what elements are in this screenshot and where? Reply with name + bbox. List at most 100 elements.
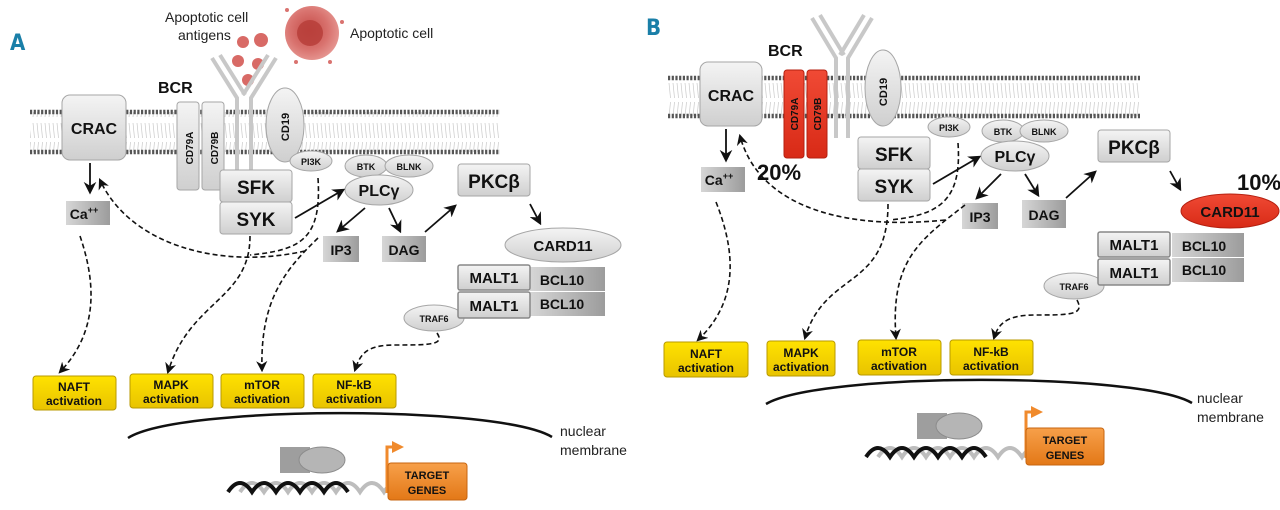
- syk: SYK: [857, 168, 931, 202]
- activation-outputs: NAFT activation MAPK activation mTOR act…: [32, 373, 397, 411]
- svg-text:activation: activation: [963, 359, 1019, 373]
- svg-text:SFK: SFK: [875, 145, 913, 166]
- svg-text:activation: activation: [234, 392, 290, 406]
- crac-channel: CRAC: [61, 94, 127, 161]
- cd79-mutation-frequency: 20%: [757, 160, 801, 185]
- svg-text:TRAF6: TRAF6: [420, 314, 449, 324]
- nfkb-activation: NF-kB activation: [312, 373, 397, 409]
- malt1-1: MALT1: [457, 264, 531, 291]
- svg-text:BTK: BTK: [357, 162, 376, 172]
- svg-text:IP3: IP3: [969, 209, 990, 225]
- bcl10-1: BCL10: [530, 267, 605, 291]
- ip3: IP3: [323, 236, 359, 262]
- malt1-1: MALT1: [1097, 231, 1171, 258]
- apoptotic-cell-label: Apoptotic cell: [350, 25, 433, 41]
- apoptotic-cell-icon: [285, 6, 344, 64]
- transcription-factor-icon: [917, 412, 983, 440]
- svg-text:PI3K: PI3K: [301, 157, 322, 167]
- bcr-label: BCR: [768, 43, 803, 60]
- svg-text:PI3K: PI3K: [939, 123, 960, 133]
- bcl10-1: BCL10: [1172, 233, 1244, 257]
- naft-activation: NAFT activation: [663, 341, 749, 378]
- svg-text:NF-kB: NF-kB: [973, 345, 1009, 359]
- svg-text:Ca++: Ca++: [705, 171, 733, 188]
- svg-text:activation: activation: [143, 392, 199, 406]
- svg-text:activation: activation: [773, 360, 829, 374]
- svg-text:activation: activation: [871, 359, 927, 373]
- svg-text:mTOR: mTOR: [881, 345, 917, 359]
- cd19: CD19: [864, 49, 902, 127]
- svg-text:Ca++: Ca++: [70, 205, 98, 222]
- svg-text:MALT1: MALT1: [470, 298, 519, 315]
- crac-channel: CRAC: [699, 61, 763, 127]
- svg-text:BTK: BTK: [994, 127, 1013, 137]
- svg-text:BLNK: BLNK: [397, 162, 422, 172]
- cd79b: CD79B: [201, 101, 225, 191]
- signal-arrows: [696, 129, 1182, 342]
- svg-text:SYK: SYK: [874, 177, 913, 198]
- svg-text:CD79B: CD79B: [813, 98, 824, 131]
- svg-text:PKCβ: PKCβ: [468, 172, 520, 193]
- btk: BTK: [981, 119, 1025, 143]
- svg-text:CD79A: CD79A: [790, 98, 801, 131]
- svg-text:SYK: SYK: [236, 210, 275, 231]
- svg-text:activation: activation: [46, 394, 102, 408]
- svg-text:BCL10: BCL10: [1182, 262, 1227, 278]
- panel-b: B BCR CRAC CD79A CD79B 20%: [646, 13, 1280, 466]
- svg-text:NAFT: NAFT: [58, 380, 91, 394]
- svg-text:MALT1: MALT1: [1110, 265, 1159, 282]
- btk: BTK: [344, 154, 388, 178]
- svg-text:DAG: DAG: [388, 242, 419, 258]
- nuclear-membrane-label: nuclear: [1197, 390, 1243, 406]
- svg-text:MALT1: MALT1: [470, 270, 519, 287]
- svg-text:CRAC: CRAC: [708, 88, 755, 105]
- svg-text:BCL10: BCL10: [540, 272, 585, 288]
- transcription-start-arrow-icon: [385, 441, 404, 493]
- pkc-beta: PKCβ: [457, 163, 531, 197]
- svg-text:BLNK: BLNK: [1032, 127, 1057, 137]
- apoptotic-antigens-label: Apoptotic cell: [165, 9, 248, 25]
- bcr-antibody-icon: [210, 53, 278, 170]
- svg-text:TARGET: TARGET: [405, 470, 450, 482]
- svg-text:IP3: IP3: [330, 242, 351, 258]
- svg-text:CARD11: CARD11: [533, 238, 592, 255]
- svg-text:MAPK: MAPK: [783, 346, 819, 360]
- nuclear-membrane-label-2: membrane: [560, 442, 627, 458]
- dag: DAG: [382, 236, 426, 262]
- svg-text:PKCβ: PKCβ: [1108, 138, 1160, 159]
- nfkb-activation: NF-kB activation: [949, 339, 1034, 376]
- apoptotic-antigens-label-2: antigens: [178, 27, 231, 43]
- svg-text:GENES: GENES: [408, 485, 447, 497]
- nuclear-membrane: [765, 378, 1193, 406]
- traf6: TRAF6: [1043, 272, 1105, 300]
- panel-label: A: [10, 31, 26, 56]
- mtor-activation: mTOR activation: [857, 339, 942, 376]
- svg-text:BCL10: BCL10: [1182, 238, 1227, 254]
- svg-text:CD79B: CD79B: [210, 132, 221, 165]
- svg-text:CD79A: CD79A: [185, 132, 196, 165]
- mtor-activation: mTOR activation: [220, 373, 305, 409]
- nuclear-membrane: [127, 411, 553, 440]
- svg-text:PLCγ: PLCγ: [359, 183, 400, 200]
- card11-mutation-frequency: 10%: [1237, 170, 1280, 195]
- bcl10-2: BCL10: [1172, 258, 1244, 282]
- plc-gamma: PLCγ: [344, 174, 414, 206]
- svg-text:activation: activation: [326, 392, 382, 406]
- calcium: Ca++: [701, 167, 745, 192]
- nuclear-membrane-label-2: membrane: [1197, 409, 1264, 425]
- bcr-antibody-icon: [810, 13, 874, 138]
- svg-text:BCL10: BCL10: [540, 296, 585, 312]
- naft-activation: NAFT activation: [32, 375, 117, 411]
- svg-text:NF-kB: NF-kB: [336, 378, 372, 392]
- mapk-activation: MAPK activation: [766, 340, 836, 377]
- cd79b-mutated: CD79B: [806, 69, 828, 159]
- malt1-2: MALT1: [457, 291, 531, 319]
- malt1-2: MALT1: [1097, 258, 1171, 286]
- svg-text:TARGET: TARGET: [1043, 435, 1088, 447]
- sfk: SFK: [857, 136, 931, 170]
- bcr-label: BCR: [158, 80, 193, 97]
- svg-text:CARD11: CARD11: [1200, 204, 1259, 221]
- card11: CARD11: [504, 227, 622, 263]
- svg-text:MAPK: MAPK: [153, 378, 189, 392]
